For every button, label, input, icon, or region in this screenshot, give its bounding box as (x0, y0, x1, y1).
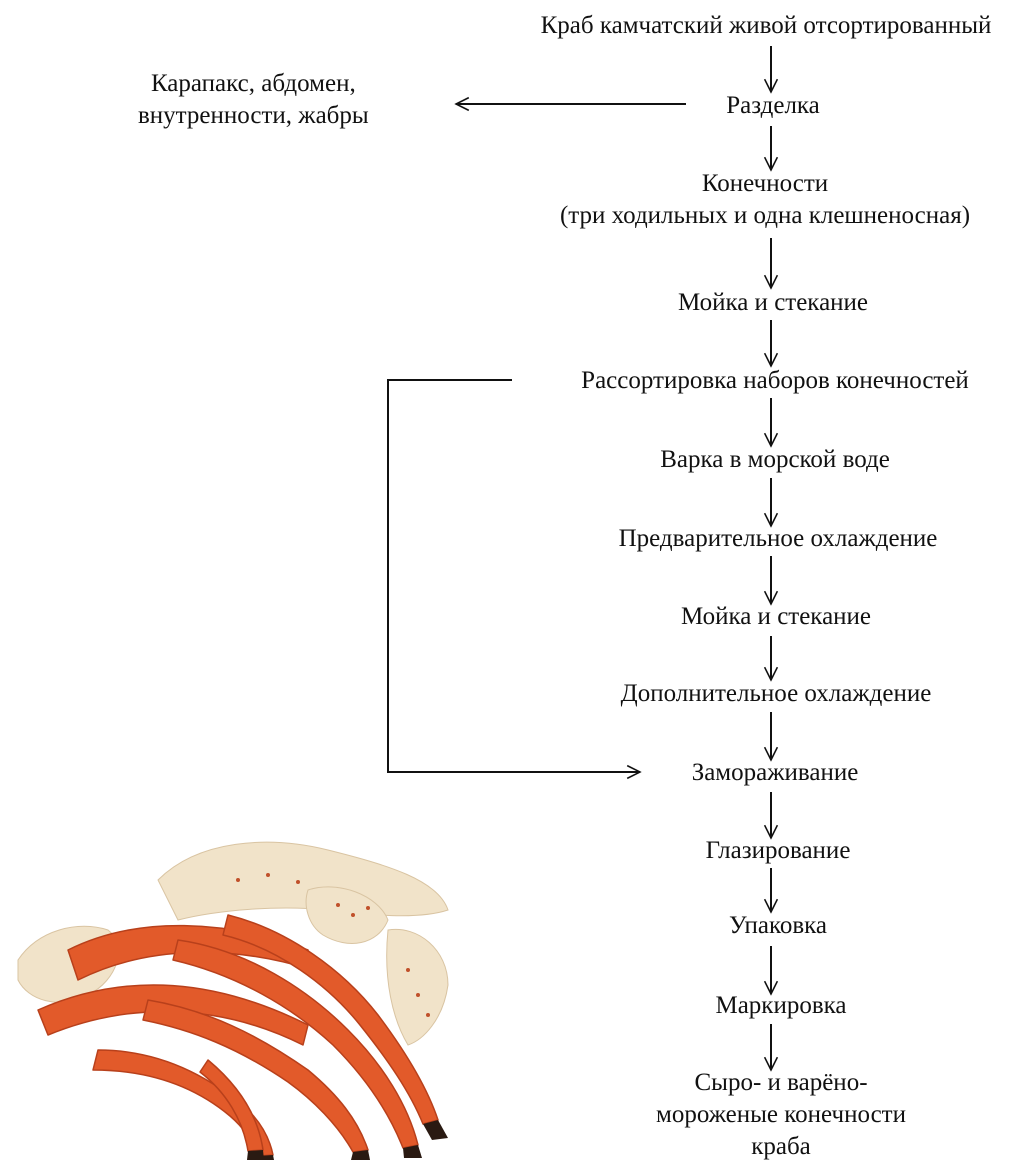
step-limbs-title: Конечности (560, 168, 970, 200)
step-labeling: Маркировка (715, 990, 846, 1022)
step-packing: Упаковка (729, 910, 827, 942)
final-product-line1: Сыро- и варёно- (656, 1067, 906, 1099)
step-limbs: Конечности (три ходильных и одна клешнен… (560, 168, 970, 232)
step-butchering: Разделка (726, 90, 820, 122)
step-extra-cooling: Дополнительное охлаждение (621, 678, 932, 710)
step-freezing: Замораживание (692, 757, 859, 789)
step-limbs-detail: (три ходильных и одна клешненосная) (560, 200, 970, 232)
step-washing-1: Мойка и стекание (678, 287, 868, 319)
waste-line2: внутренности, жабры (138, 100, 369, 132)
bypass-line (388, 380, 640, 772)
step-precooling: Предварительное охлаждение (619, 523, 938, 555)
final-product-line3: краба (656, 1131, 906, 1163)
step-washing-2: Мойка и стекание (681, 601, 871, 633)
step-sorting: Рассортировка наборов конечностей (581, 365, 969, 397)
step-boiling: Варка в морской воде (660, 444, 890, 476)
step-glazing: Глазирование (706, 835, 851, 867)
step-live-crab: Краб камчатский живой отсортированный (541, 10, 992, 42)
step-final-product: Сыро- и варёно- мороженые конечности кра… (656, 1067, 906, 1163)
final-product-line2: мороженые конечности (656, 1099, 906, 1131)
waste-output: Карапакс, абдомен, внутренности, жабры (138, 68, 369, 132)
crab-legs-photo (8, 820, 478, 1160)
waste-line1: Карапакс, абдомен, (138, 68, 369, 100)
